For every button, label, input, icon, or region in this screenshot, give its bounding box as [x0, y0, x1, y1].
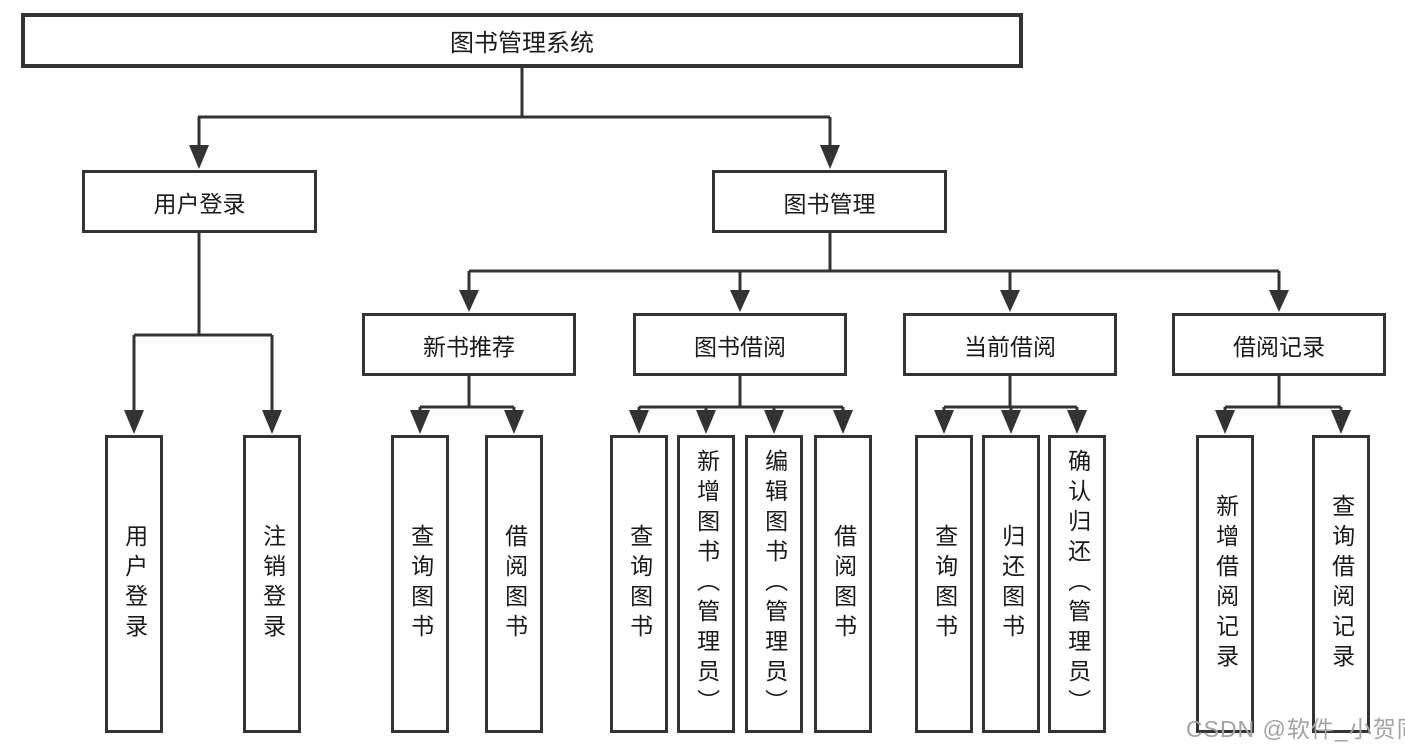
- leaf-label: 归还图书: [998, 524, 1025, 644]
- leaf-current-return-books: 归还图书: [982, 435, 1040, 733]
- leaf-label: 确认归还（管理员）: [1064, 449, 1091, 719]
- leaf-label: 借阅图书: [501, 524, 528, 644]
- leaf-label: 新增借阅记录: [1212, 494, 1239, 674]
- node-book-borrow: 图书借阅: [633, 313, 847, 376]
- leaf-label: 查询图书: [407, 524, 434, 644]
- leaf-label: 新增图书（管理员）: [693, 449, 720, 719]
- leaf-borrow-query-books: 查询图书: [610, 435, 668, 733]
- watermark: CSDN @软件_小贺同学: [1186, 716, 1405, 742]
- leaf-recommend-query-books: 查询图书: [391, 435, 449, 733]
- node-borrow-records: 借阅记录: [1172, 313, 1386, 376]
- node-label: 借阅记录: [1233, 333, 1325, 360]
- leaf-label: 查询借阅记录: [1328, 494, 1355, 674]
- node-label: 当前借阅: [964, 333, 1056, 360]
- node-label: 图书借阅: [694, 333, 786, 360]
- leaf-current-confirm-return-admin: 确认归还（管理员）: [1048, 435, 1106, 733]
- leaf-user-login: 用户登录: [105, 435, 163, 733]
- node-label: 新书推荐: [423, 333, 515, 360]
- node-label: 图书管理系统: [450, 30, 594, 57]
- leaf-records-query-record: 查询借阅记录: [1312, 435, 1370, 733]
- leaf-recommend-borrow-books: 借阅图书: [485, 435, 543, 733]
- leaf-borrow-add-books-admin: 新增图书（管理员）: [677, 435, 735, 733]
- node-user-login: 用户登录: [82, 170, 317, 233]
- leaf-logout: 注销登录: [243, 435, 301, 733]
- leaf-current-query-books: 查询图书: [915, 435, 973, 733]
- leaf-borrow-edit-books-admin: 编辑图书（管理员）: [745, 435, 803, 733]
- leaf-label: 查询图书: [626, 524, 653, 644]
- node-new-book-recommend: 新书推荐: [362, 313, 576, 376]
- leaf-label: 借阅图书: [830, 524, 857, 644]
- node-current-borrow: 当前借阅: [903, 313, 1117, 376]
- leaf-label: 编辑图书（管理员）: [761, 449, 788, 719]
- node-label: 图书管理: [783, 190, 876, 217]
- node-label: 用户登录: [153, 190, 246, 217]
- leaf-borrow-borrow-books: 借阅图书: [814, 435, 872, 733]
- node-library-management-system: 图书管理系统: [21, 13, 1023, 68]
- node-book-management: 图书管理: [712, 170, 947, 233]
- leaf-records-add-record: 新增借阅记录: [1196, 435, 1254, 733]
- leaf-label: 注销登录: [259, 524, 286, 644]
- leaf-label: 查询图书: [931, 524, 958, 644]
- leaf-label: 用户登录: [121, 524, 148, 644]
